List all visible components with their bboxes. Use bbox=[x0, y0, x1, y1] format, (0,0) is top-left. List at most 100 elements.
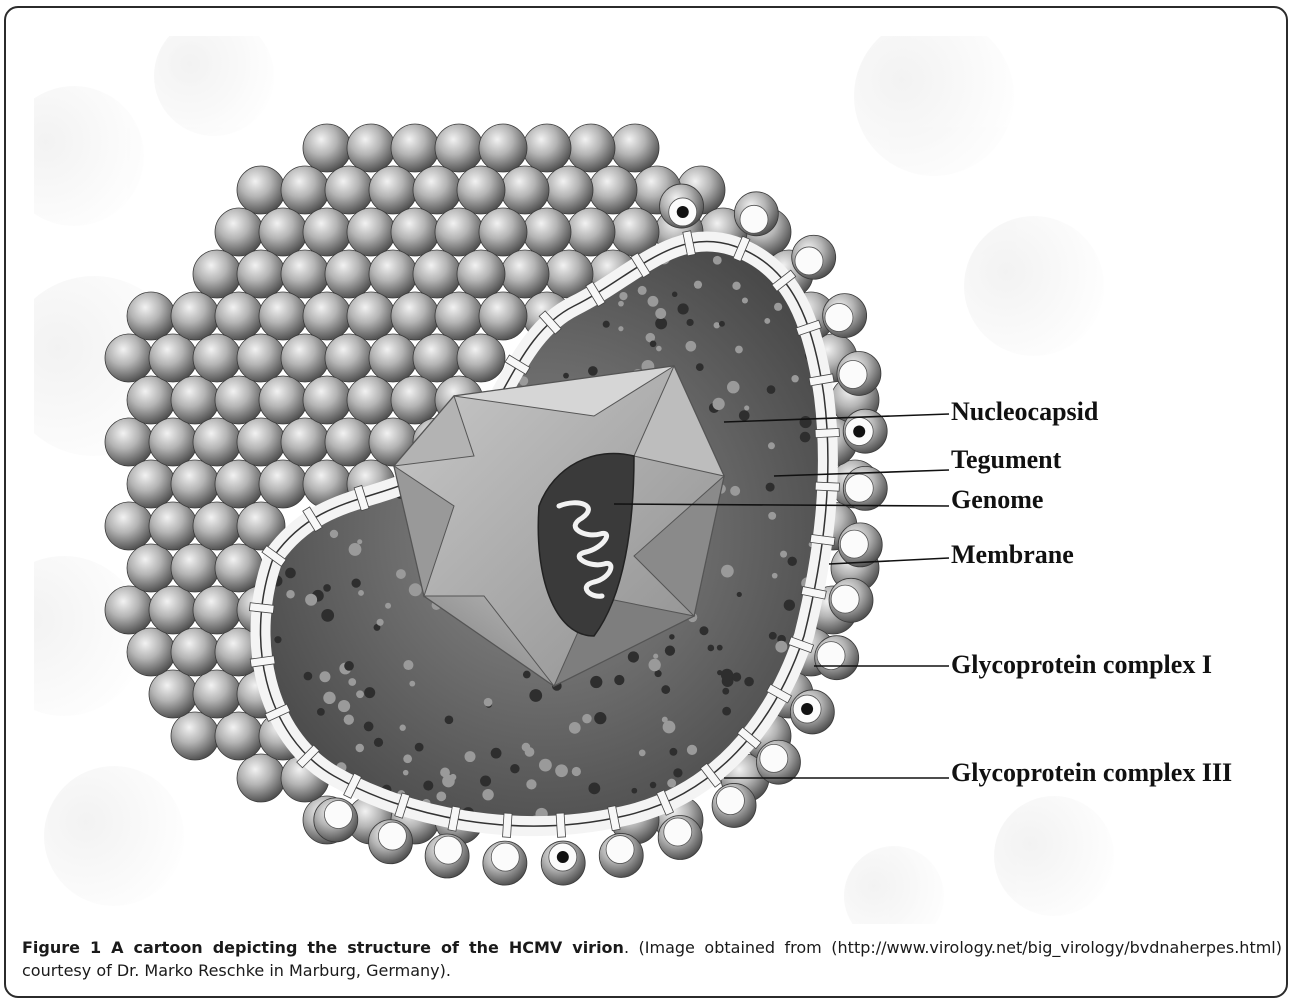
envelope-sphere bbox=[127, 460, 175, 508]
envelope-sphere bbox=[479, 124, 527, 172]
envelope-sphere bbox=[171, 628, 219, 676]
tegument-particle bbox=[732, 672, 741, 681]
tegument-particle bbox=[638, 286, 647, 295]
tegument-particle bbox=[374, 738, 383, 747]
tegument-particle bbox=[356, 744, 364, 752]
envelope-sphere bbox=[105, 502, 153, 550]
tegument-particle bbox=[319, 671, 330, 682]
tegument-particle bbox=[661, 685, 670, 694]
tegument-particle bbox=[742, 297, 748, 303]
tegument-particle bbox=[436, 791, 446, 801]
tegument-particle bbox=[603, 321, 610, 328]
tegument-particle bbox=[614, 675, 624, 685]
glycoprotein-spike-face bbox=[378, 822, 406, 850]
glycoprotein-complex-marker bbox=[853, 425, 865, 437]
tegument-particle bbox=[639, 750, 646, 757]
tegument-particle bbox=[415, 743, 424, 752]
envelope-sphere bbox=[457, 250, 505, 298]
glycoprotein-spike-face bbox=[795, 247, 823, 275]
tegument-particle bbox=[739, 410, 750, 421]
tegument-particle bbox=[484, 698, 493, 707]
envelope-sphere bbox=[611, 124, 659, 172]
envelope-sphere bbox=[567, 124, 615, 172]
envelope-sphere bbox=[589, 166, 637, 214]
tegument-particle bbox=[768, 442, 775, 449]
tegument-particle bbox=[572, 767, 581, 776]
envelope-sphere bbox=[325, 334, 373, 382]
tegument-particle bbox=[403, 770, 409, 776]
envelope-sphere bbox=[567, 208, 615, 256]
envelope-sphere bbox=[369, 334, 417, 382]
tegument-particle bbox=[722, 707, 731, 716]
tegument-particle bbox=[619, 292, 627, 300]
tegument-particle bbox=[317, 708, 325, 716]
tegument-particle bbox=[323, 584, 331, 592]
tegument-particle bbox=[727, 381, 740, 394]
envelope-sphere bbox=[193, 418, 241, 466]
envelope-sphere bbox=[303, 124, 351, 172]
envelope-sphere bbox=[281, 334, 329, 382]
tegument-particle bbox=[631, 788, 637, 794]
envelope-sphere bbox=[259, 292, 307, 340]
tegument-particle bbox=[491, 748, 502, 759]
tegument-particle bbox=[717, 645, 723, 651]
tegument-particle bbox=[721, 565, 734, 578]
envelope-sphere bbox=[127, 544, 175, 592]
tegument-particle bbox=[708, 645, 715, 652]
envelope-sphere bbox=[193, 670, 241, 718]
tegument-particle bbox=[648, 296, 659, 307]
tegument-particle bbox=[344, 714, 354, 724]
envelope-sphere bbox=[347, 292, 395, 340]
tegument-particle bbox=[403, 660, 413, 670]
glycoprotein-spike-face bbox=[831, 585, 859, 613]
glycoprotein-spike-face bbox=[324, 801, 352, 829]
envelope-sphere bbox=[237, 754, 285, 802]
envelope-sphere bbox=[435, 124, 483, 172]
figure-caption: Figure 1 A cartoon depicting the structu… bbox=[22, 936, 1282, 982]
envelope-sphere bbox=[391, 124, 439, 172]
tegument-particle bbox=[735, 346, 743, 354]
tegument-particle bbox=[791, 375, 798, 382]
envelope-sphere bbox=[347, 124, 395, 172]
tegument-particle bbox=[655, 670, 662, 677]
tegument-particle bbox=[304, 672, 313, 681]
envelope-sphere bbox=[479, 208, 527, 256]
envelope-sphere bbox=[105, 418, 153, 466]
envelope-sphere bbox=[127, 292, 175, 340]
envelope-sphere bbox=[325, 250, 373, 298]
tegument-particle bbox=[800, 432, 811, 443]
tegument-particle bbox=[650, 782, 656, 788]
envelope-sphere bbox=[391, 292, 439, 340]
tegument-particle bbox=[744, 677, 754, 687]
envelope-sphere bbox=[281, 250, 329, 298]
glycoprotein-spike-face bbox=[606, 836, 634, 864]
envelope-sphere bbox=[391, 208, 439, 256]
envelope-sphere bbox=[237, 418, 285, 466]
glycoprotein-complex-marker bbox=[677, 206, 689, 218]
tegument-particle bbox=[800, 416, 812, 428]
envelope-sphere bbox=[325, 418, 373, 466]
envelope-sphere bbox=[215, 292, 263, 340]
caption-title: Figure 1 A cartoon depicting the structu… bbox=[22, 938, 624, 957]
virion-diagram bbox=[34, 36, 1287, 924]
tegument-particle bbox=[669, 634, 674, 639]
tegument-particle bbox=[305, 594, 317, 606]
tegument-particle bbox=[774, 303, 782, 311]
tegument-particle bbox=[358, 590, 364, 596]
tegument-particle bbox=[450, 774, 457, 781]
tegument-particle bbox=[482, 789, 493, 800]
envelope-sphere bbox=[457, 334, 505, 382]
envelope-sphere bbox=[325, 166, 373, 214]
envelope-sphere bbox=[281, 166, 329, 214]
envelope-sphere bbox=[303, 292, 351, 340]
tegument-particle bbox=[714, 322, 720, 328]
envelope-sphere bbox=[193, 502, 241, 550]
tegument-particle bbox=[732, 282, 740, 290]
glycoprotein-complex-marker bbox=[557, 851, 569, 863]
tegument-particle bbox=[522, 743, 531, 752]
tegument-particle bbox=[766, 483, 775, 492]
tegument-particle bbox=[618, 326, 623, 331]
tegument-particle bbox=[672, 292, 677, 297]
tegument-particle bbox=[722, 688, 729, 695]
envelope-sphere bbox=[215, 712, 263, 760]
